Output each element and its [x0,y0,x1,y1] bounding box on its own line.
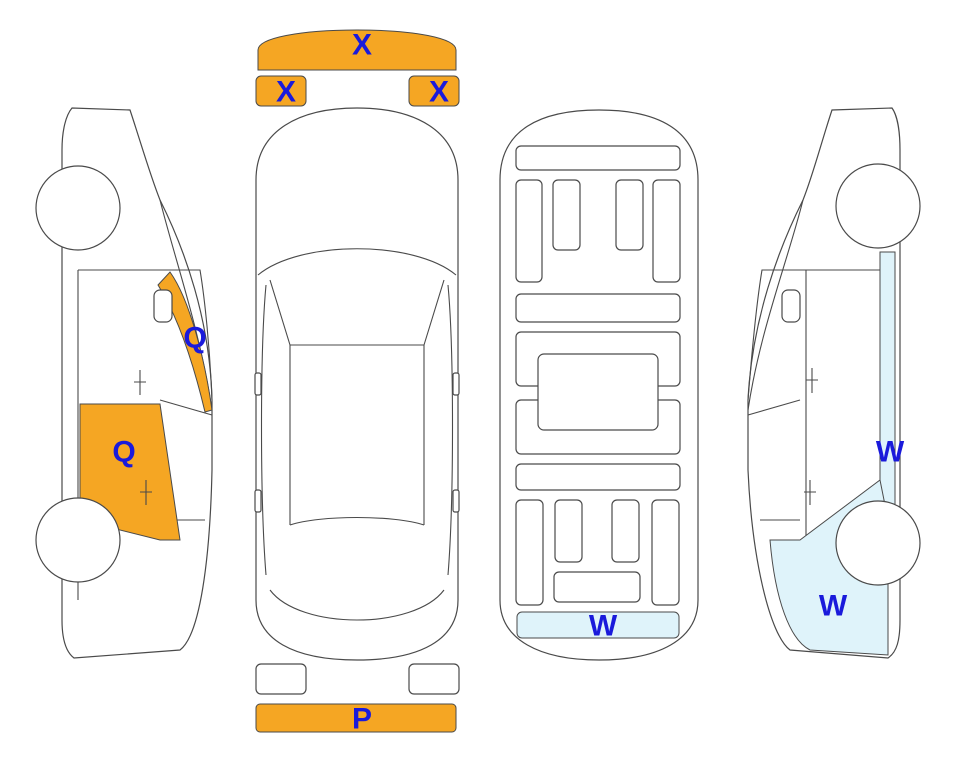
right-headlight-code: X [429,76,449,109]
underbody-view: W [499,109,699,661]
front-bumper-code: X [352,29,372,62]
front-bumper-highlight [257,29,457,71]
right-taillight [408,663,460,695]
right-rear-quarter-code: W [819,590,848,623]
right-front-wheel [835,163,921,249]
left-headlight-highlight [255,75,307,107]
underbody-rear-code: W [589,610,618,643]
left-headlight-code: X [276,76,296,109]
right-rear-wheel [835,500,921,586]
left-front-door-code: Q [112,436,135,469]
right-side-view: W W [747,107,921,659]
right-headlight-highlight [408,75,460,107]
rear-bumper-code: P [352,703,372,736]
car-top-body [255,107,459,661]
left-a-pillar-code: Q [183,322,206,355]
left-front-wheel [35,165,121,251]
underbody-rear-highlight [516,611,680,639]
left-side-view: Q Q [35,107,213,659]
left-rear-wheel [35,497,121,583]
left-taillight [255,663,307,695]
right-rocker-code: W [876,436,905,469]
top-view: X X X P [254,29,460,736]
rear-bumper-highlight [255,703,457,733]
